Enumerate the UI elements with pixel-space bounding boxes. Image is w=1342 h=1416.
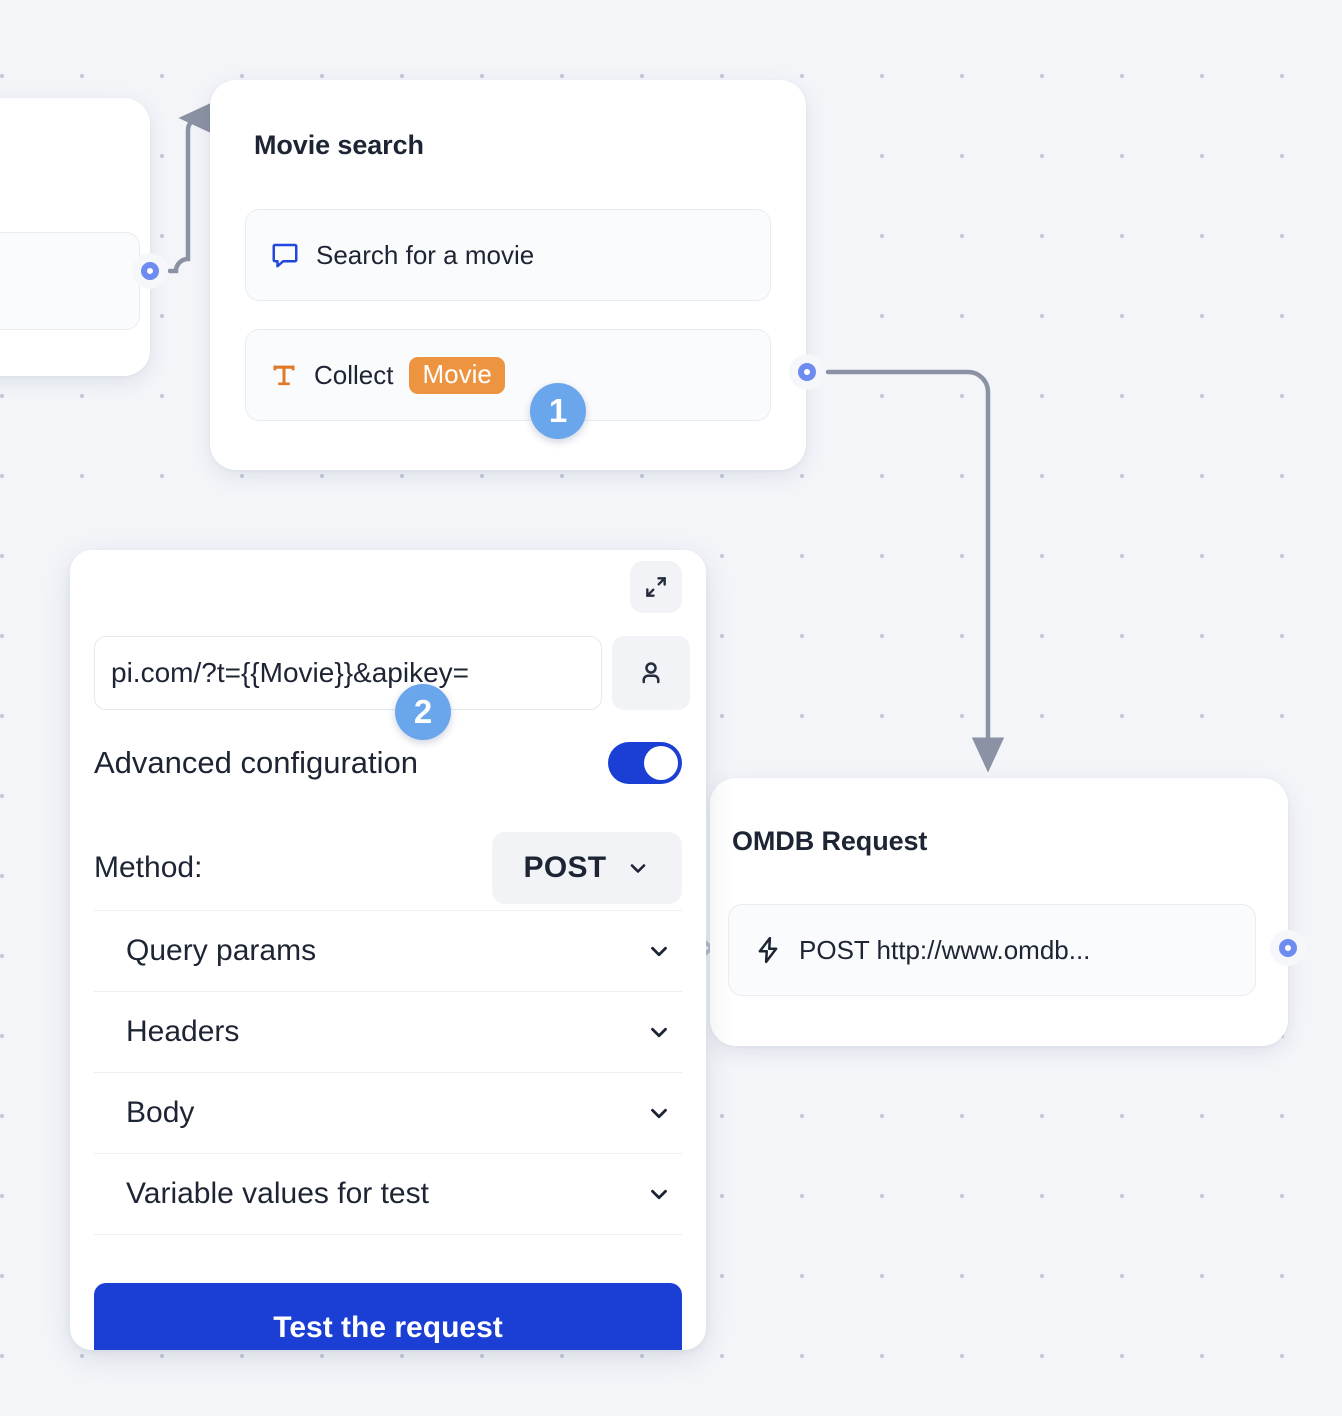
accordion-bottom-divider: [94, 1234, 682, 1235]
advanced-configuration-row: Advanced configuration: [94, 742, 682, 784]
connector-left-to-movie: [167, 101, 214, 274]
node-row-label: Collect: [314, 359, 394, 390]
accordion-item-body[interactable]: Body: [94, 1072, 682, 1153]
node-row-post-request[interactable]: POST http://www.omdb...: [728, 904, 1256, 996]
advanced-configuration-toggle[interactable]: [608, 742, 682, 784]
node-title-omdb-request: OMDB Request: [732, 826, 928, 856]
accordion-item-variable-values-for-test[interactable]: Variable values for test: [94, 1153, 682, 1234]
accordion-item-headers[interactable]: Headers: [94, 991, 682, 1072]
flow-node-omdb-request[interactable]: OMDB Request POST http://www.omdb...: [710, 778, 1288, 1046]
node-title-movie-search: Movie search: [254, 130, 424, 160]
method-label: Method:: [94, 851, 203, 884]
accordion-label: Query params: [126, 934, 317, 967]
step-badge-2: 2: [395, 684, 451, 740]
node-row-search-for-a-movie[interactable]: Search for a movie: [245, 209, 771, 301]
connector-movie-to-omdb: [825, 369, 1005, 773]
method-select[interactable]: POST: [492, 832, 682, 904]
speech-bubble-icon: [270, 240, 300, 270]
node-port-left-output[interactable]: [132, 253, 168, 289]
select-user-variable-button[interactable]: [612, 636, 690, 710]
accordion-label: Body: [126, 1096, 195, 1129]
lightning-bolt-icon: [753, 935, 783, 965]
accordion-label: Variable values for test: [126, 1177, 429, 1210]
toggle-knob: [644, 746, 678, 780]
node-row-label: POST http://www.omdb...: [799, 934, 1091, 965]
url-input-row: [94, 636, 690, 710]
request-url-input[interactable]: [94, 636, 602, 710]
node-port-omdb-output[interactable]: [1270, 930, 1306, 966]
chevron-down-icon: [646, 938, 672, 964]
node-port-movie-search-output[interactable]: [789, 354, 825, 390]
method-value: POST: [523, 851, 607, 884]
accordion-item-query-params[interactable]: Query params: [94, 910, 682, 991]
chevron-down-icon: [626, 856, 650, 880]
chevron-down-icon: [646, 1181, 672, 1207]
flow-node-partial-left[interactable]: [0, 98, 150, 376]
partial-node-row[interactable]: [0, 232, 140, 330]
step-badge-1: 1: [530, 383, 586, 439]
flow-node-movie-search[interactable]: Movie search Search for a movie Collect …: [210, 80, 806, 470]
variable-chip-movie[interactable]: Movie: [409, 356, 505, 394]
chevron-down-icon: [646, 1019, 672, 1045]
configuration-accordion: Query params Headers Body: [94, 910, 682, 1235]
request-configuration-panel: Advanced configuration Method: POST Quer…: [70, 550, 706, 1350]
advanced-configuration-label: Advanced configuration: [94, 745, 419, 780]
method-row: Method: POST: [94, 832, 682, 904]
node-row-label: Search for a movie: [316, 239, 535, 270]
test-the-request-button[interactable]: Test the request: [94, 1283, 682, 1350]
chevron-down-icon: [646, 1100, 672, 1126]
node-row-collect-movie[interactable]: Collect Movie: [245, 329, 771, 421]
text-T-icon: [270, 361, 298, 389]
expand-panel-button[interactable]: [630, 561, 682, 613]
accordion-label: Headers: [126, 1015, 240, 1048]
